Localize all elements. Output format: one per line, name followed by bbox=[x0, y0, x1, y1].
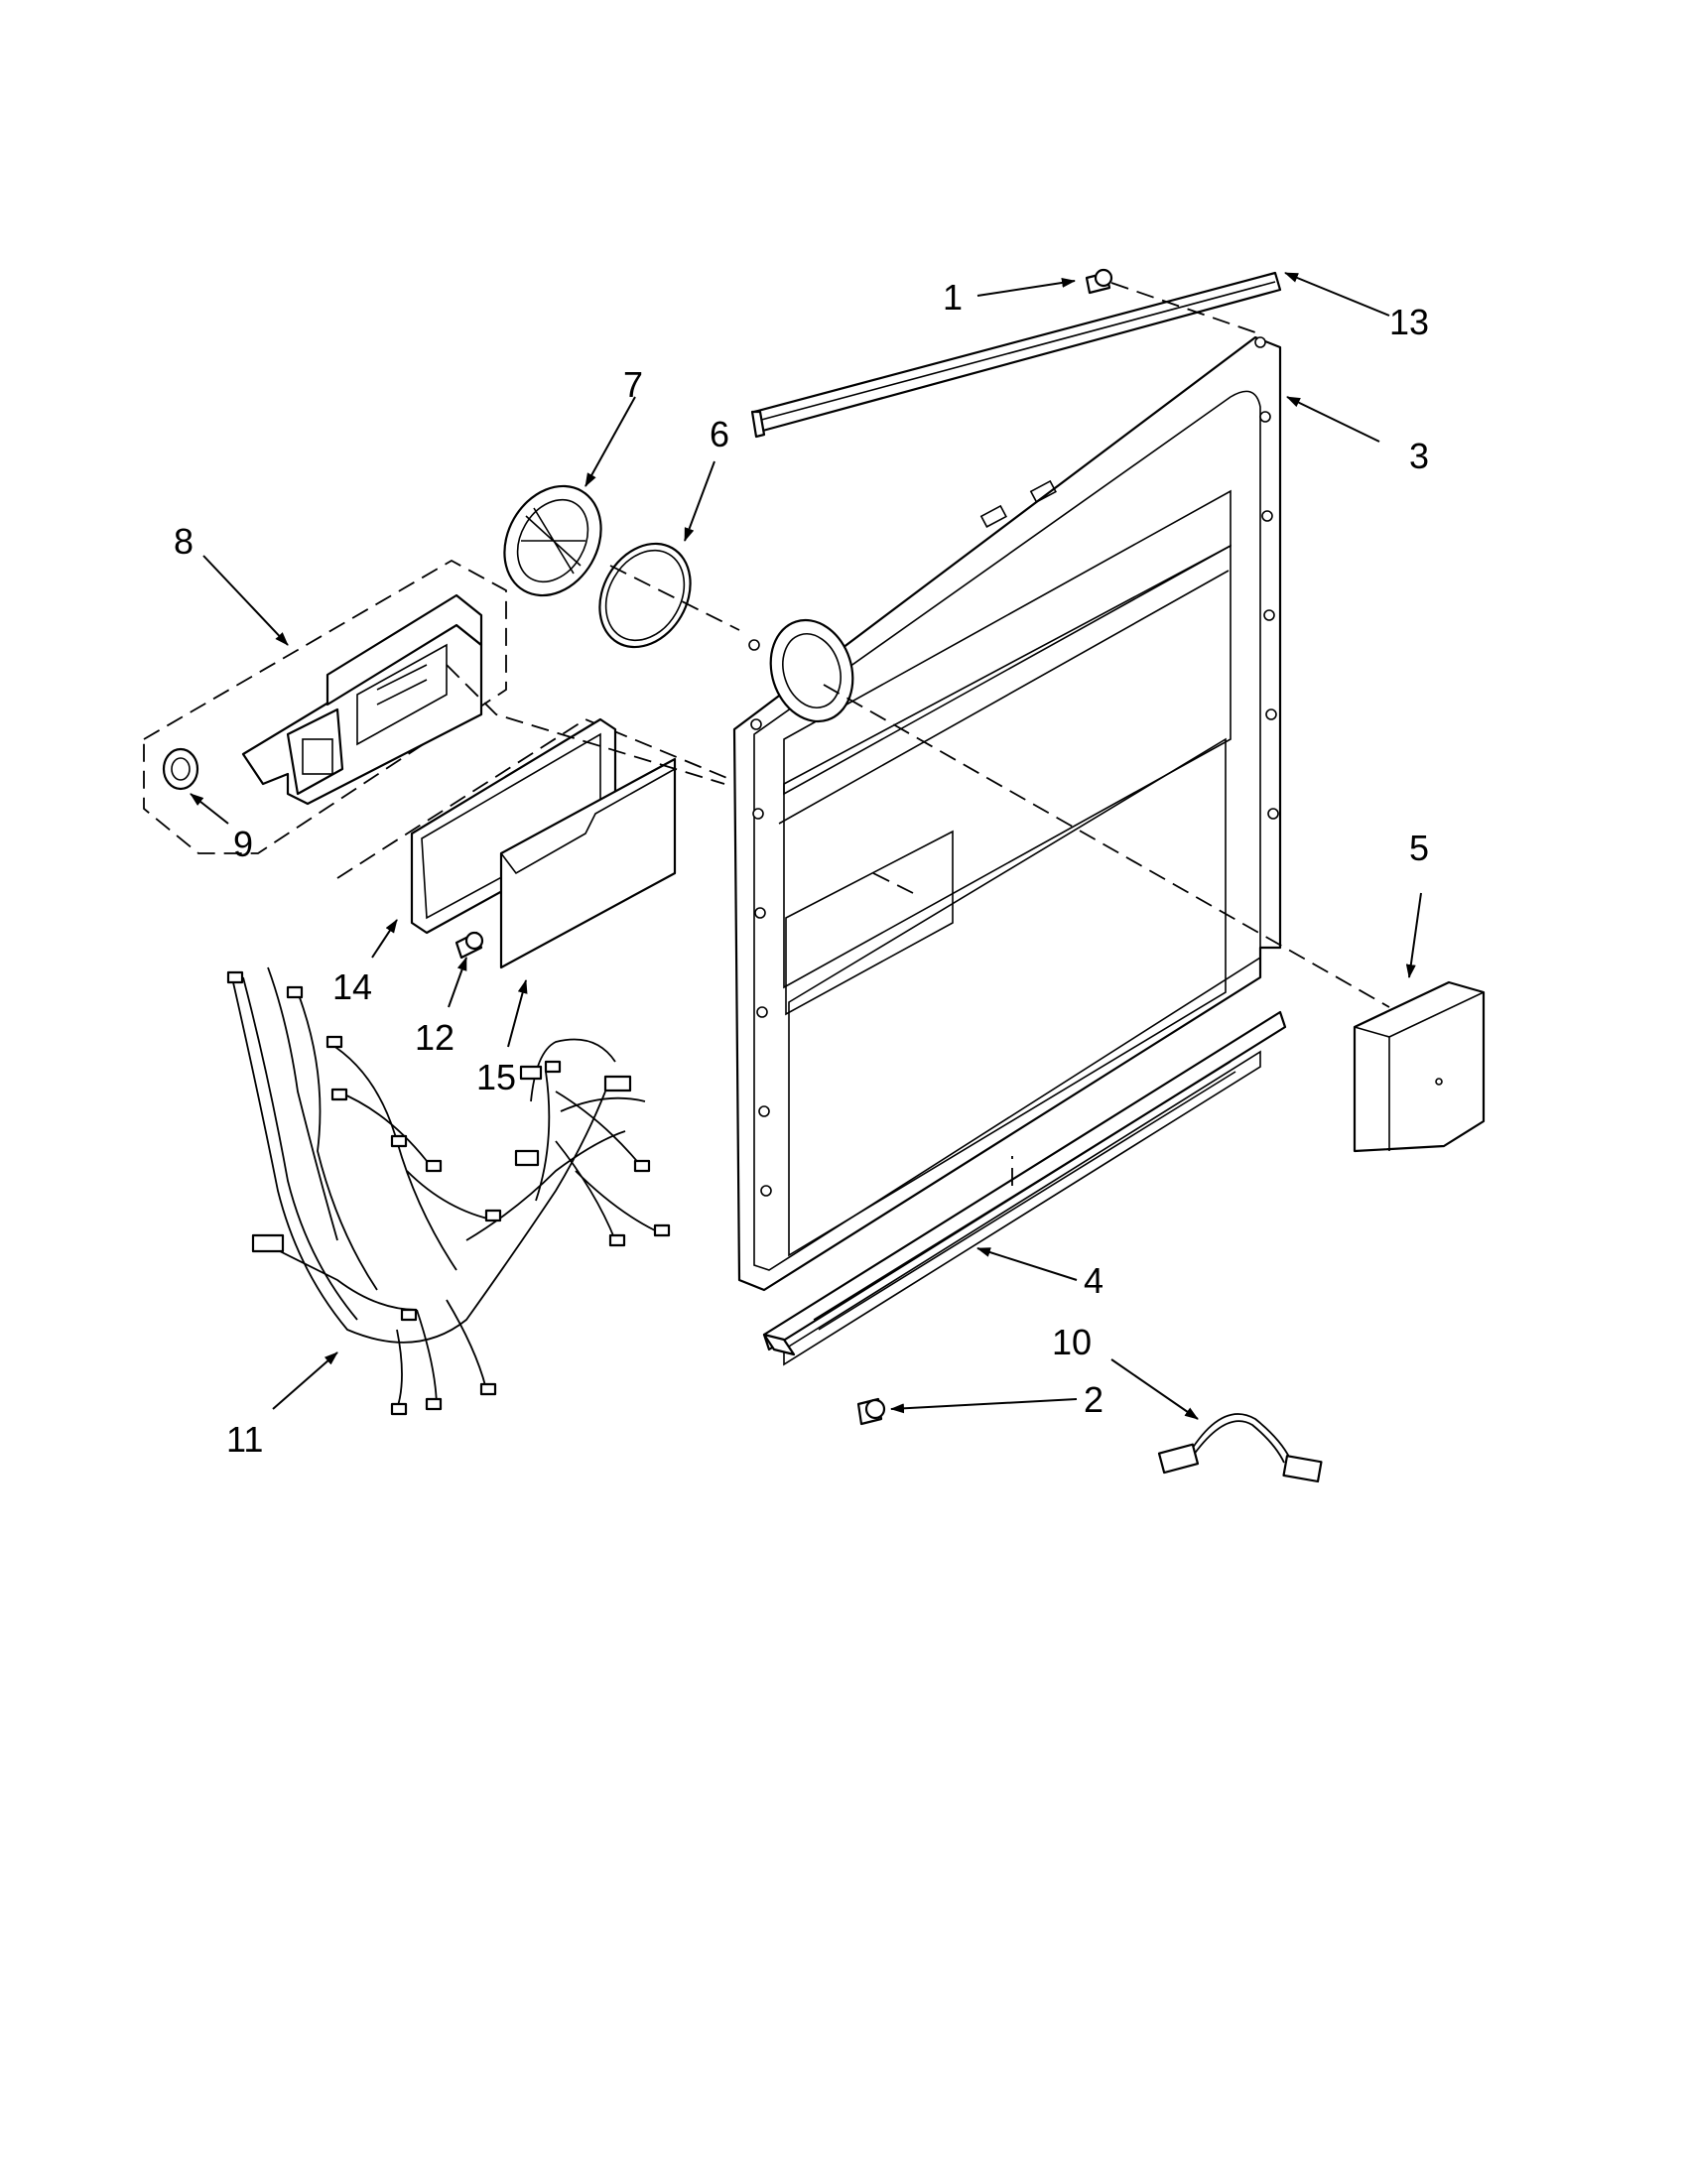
bottom-screw bbox=[856, 1397, 886, 1426]
callout-7: 7 bbox=[623, 364, 643, 405]
callout-11: 11 bbox=[226, 1419, 263, 1460]
callout-12: 12 bbox=[415, 1017, 454, 1058]
callout-10: 10 bbox=[1052, 1322, 1092, 1362]
inner-door-panel bbox=[732, 335, 1282, 1292]
top-trim-strip bbox=[750, 271, 1282, 439]
callout-labels: 1 2 3 4 5 6 7 8 9 10 11 12 13 14 15 bbox=[174, 277, 1429, 1460]
dispenser-assembly bbox=[143, 559, 507, 854]
callout-15: 15 bbox=[476, 1057, 516, 1097]
jumper-wire bbox=[1157, 1413, 1323, 1483]
callout-14: 14 bbox=[332, 966, 372, 1007]
callout-2: 2 bbox=[1084, 1379, 1104, 1420]
callout-5: 5 bbox=[1409, 828, 1429, 868]
bottom-vent-strip bbox=[762, 1010, 1287, 1366]
callout-1: 1 bbox=[943, 277, 963, 318]
callout-8: 8 bbox=[174, 521, 194, 562]
vent-gasket bbox=[598, 542, 692, 649]
board-cover bbox=[499, 757, 677, 969]
top-screw bbox=[1085, 268, 1113, 295]
callout-6: 6 bbox=[710, 414, 729, 454]
board-screw bbox=[454, 931, 484, 960]
side-bracket bbox=[1353, 980, 1486, 1153]
assembly-dashed-lines bbox=[446, 282, 1390, 1186]
callout-4: 4 bbox=[1084, 1260, 1104, 1301]
leader-arrows bbox=[190, 272, 1422, 1420]
vent-cap bbox=[503, 484, 602, 597]
panel-mounting-holes bbox=[748, 336, 1279, 1197]
callout-13: 13 bbox=[1389, 302, 1429, 342]
callout-3: 3 bbox=[1409, 436, 1429, 476]
dispenser-knob bbox=[162, 747, 199, 791]
callout-9: 9 bbox=[233, 824, 253, 864]
wire-harness bbox=[226, 966, 671, 1416]
